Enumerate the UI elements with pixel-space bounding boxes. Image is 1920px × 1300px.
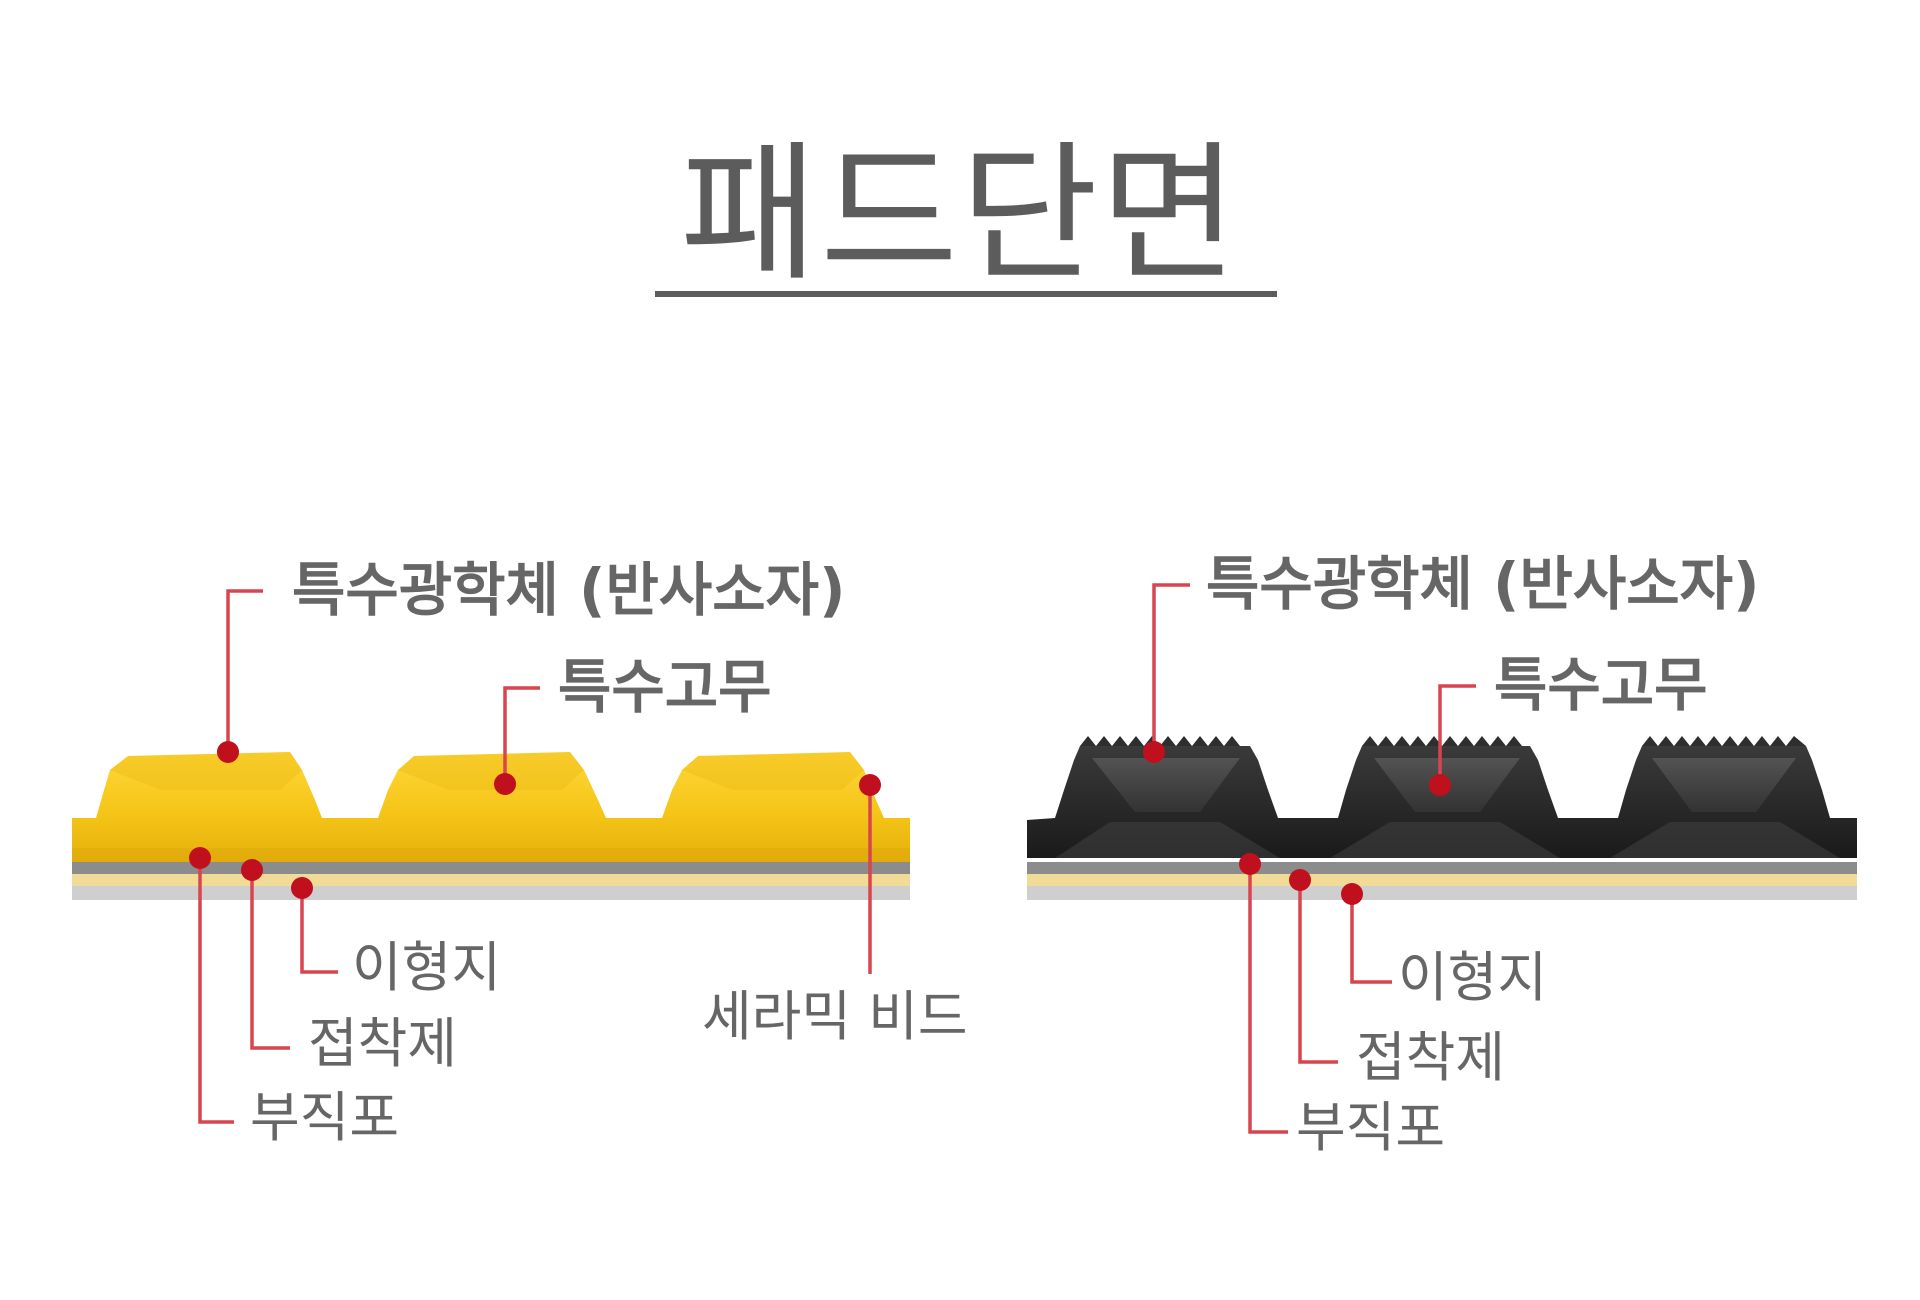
label-release-paper-left: 이형지 xyxy=(352,936,502,999)
yellow-pad-adhesive-layer xyxy=(72,862,910,874)
yellow-lug-facet-1 xyxy=(110,752,302,790)
black-pad-base-layer xyxy=(1027,886,1857,900)
label-adhesive-left: 접착제 xyxy=(308,1012,458,1075)
yellow-pad-section xyxy=(72,752,910,900)
label-nonwoven-left: 부직포 xyxy=(250,1086,400,1149)
left-leader-dots xyxy=(189,741,881,899)
dot-nonwoven-left xyxy=(189,847,211,869)
leader-nonwoven-right xyxy=(1248,864,1288,1134)
dot-rubber-left xyxy=(494,773,516,795)
dot-release-right xyxy=(1341,883,1363,905)
dot-ceramic-bead xyxy=(859,774,881,796)
yellow-lug-shadow xyxy=(72,848,910,862)
dot-nonwoven-right xyxy=(1239,853,1261,875)
black-pad-adhesive-layer xyxy=(1027,862,1857,874)
black-base-facets xyxy=(1055,822,1840,858)
label-release-paper-right: 이형지 xyxy=(1398,946,1548,1009)
dot-rubber-right xyxy=(1429,774,1451,796)
yellow-pad-rubber-body xyxy=(72,752,910,862)
dot-adhesive-left xyxy=(241,859,263,881)
yellow-pad-base-layer xyxy=(72,884,910,900)
label-rubber-right: 특수고무 xyxy=(1494,651,1708,719)
title-underline xyxy=(655,291,1277,297)
page-title: 패드단면 xyxy=(679,128,1240,302)
leader-release-right xyxy=(1350,894,1392,984)
leader-release-left xyxy=(300,888,338,974)
leader-rubber-left xyxy=(503,686,540,784)
right-leader-lines xyxy=(1152,583,1476,1134)
black-lug-serration-1 xyxy=(1080,736,1250,746)
dot-release-left xyxy=(291,877,313,899)
black-lug-serration-3 xyxy=(1642,736,1806,746)
leader-reflector-right xyxy=(1152,583,1190,752)
label-reflector-right: 특수광학체 (반사소자) xyxy=(1206,550,1760,618)
black-lug-facet-1 xyxy=(1092,758,1240,812)
right-leader-dots xyxy=(1143,741,1451,905)
label-nonwoven-right: 부직포 xyxy=(1296,1096,1446,1159)
black-lug-facet-3 xyxy=(1652,758,1796,812)
leader-nonwoven-left xyxy=(198,858,234,1124)
leader-adhesive-right xyxy=(1298,880,1338,1064)
label-rubber-left: 특수고무 xyxy=(558,653,772,721)
leader-rubber-right xyxy=(1438,684,1476,785)
black-pad-release-paper-layer xyxy=(1027,874,1857,886)
leader-reflector-left xyxy=(226,589,263,752)
black-pad-section xyxy=(1027,736,1857,900)
dot-reflector-right xyxy=(1143,741,1165,763)
dot-reflector-left xyxy=(217,741,239,763)
yellow-lug-facet-2 xyxy=(398,752,584,790)
label-reflector-left: 특수광학체 (반사소자) xyxy=(292,556,846,624)
left-leader-lines xyxy=(198,589,872,1124)
black-lug-serration-2 xyxy=(1362,736,1530,746)
label-adhesive-right: 접착제 xyxy=(1356,1026,1506,1089)
leader-adhesive-left xyxy=(250,870,290,1050)
yellow-lug-facet-3 xyxy=(682,752,864,790)
label-ceramic-bead: 세라믹 비드 xyxy=(702,985,968,1048)
dot-adhesive-right xyxy=(1289,869,1311,891)
yellow-pad-release-paper-layer xyxy=(72,874,910,886)
